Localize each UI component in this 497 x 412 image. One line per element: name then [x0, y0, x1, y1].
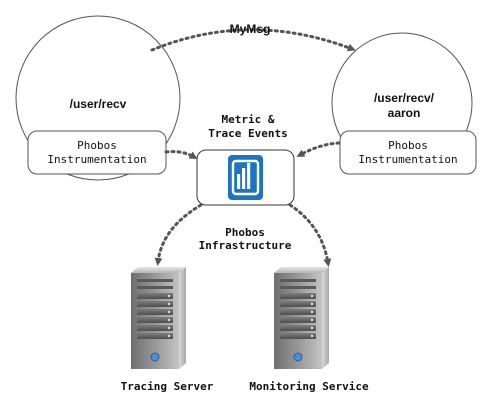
phobos-hub: [196, 149, 295, 206]
server-side: [179, 267, 186, 369]
message-label: MyMsg: [230, 22, 271, 36]
events-label-line1: Metric &: [222, 113, 275, 126]
receiver-instrumentation-label-line1: Phobos: [388, 139, 428, 152]
events-label-line2: Trace Events: [208, 127, 287, 140]
receiver-instrumentation-label-line2: Instrumentation: [358, 153, 457, 166]
monitoring-service-label: Monitoring Service: [249, 380, 369, 393]
receiver-path-label-line1: /user/recv/: [374, 91, 435, 105]
monitoring-server-icon: [274, 267, 329, 369]
tracing-server-icon: [131, 267, 186, 369]
message-arrow: [150, 28, 356, 52]
phobos-logo-icon: [228, 155, 263, 200]
receiver-instrumentation-box: [339, 130, 477, 175]
infrastructure-label-line2: Infrastructure: [199, 239, 292, 252]
server-top: [131, 267, 186, 273]
sender-instrumentation-label-line2: Instrumentation: [47, 153, 146, 166]
receiver-path-label-line2: aaron: [388, 106, 421, 120]
server-top: [274, 267, 329, 273]
sender-node: /user/recv Phobos Instrumentation: [15, 15, 181, 181]
sender-path-label: /user/recv: [70, 97, 127, 111]
sender-instrumentation-label-line1: Phobos: [77, 139, 117, 152]
server-side: [322, 267, 329, 369]
receiver-events-arrow: [296, 141, 341, 157]
sender-events-arrow: [164, 150, 198, 160]
tracing-server-arrow: [154, 203, 203, 266]
infrastructure-label-line1: Phobos: [225, 226, 265, 239]
receiver-node: /user/recv/ aaron Phobos Instrumentation: [331, 32, 477, 175]
monitoring-service-arrow: [288, 203, 332, 267]
tracing-server-label: Tracing Server: [121, 380, 214, 393]
